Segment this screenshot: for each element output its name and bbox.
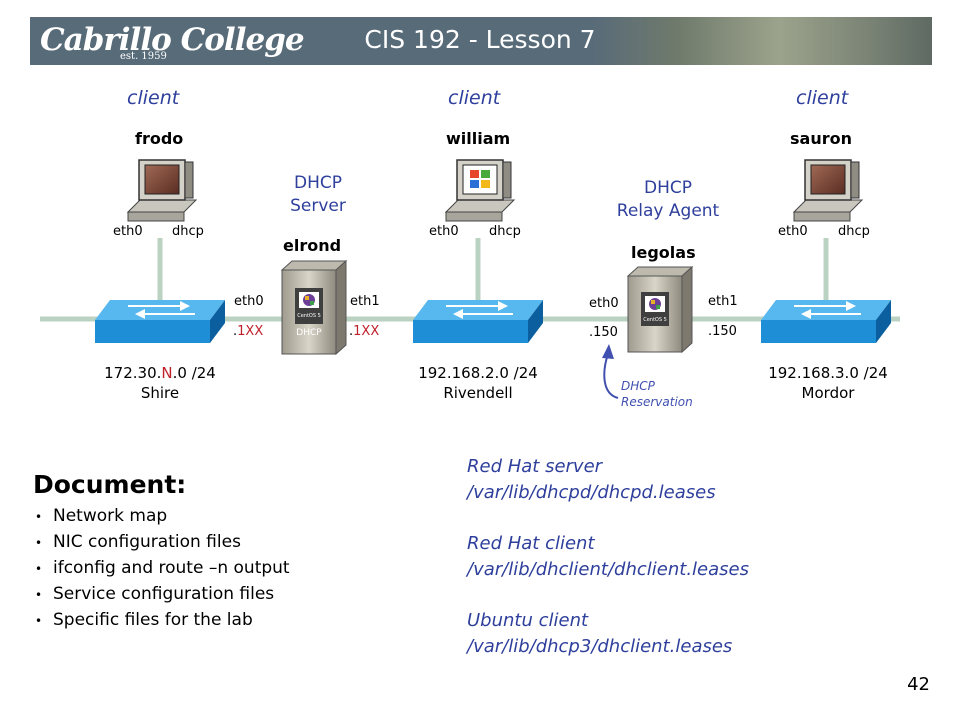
list-item: ifconfig and route –n output [35,556,290,582]
dhcp-server-label-line1: DHCP [294,173,342,193]
william-mode: dhcp [489,224,521,239]
centos-badge-elrond: CentOS 5 [297,313,321,319]
network-rivendell-name: Rivendell [443,384,513,402]
page-number: 42 [907,674,930,695]
legolas-eth0-ip: .150 [589,325,618,340]
dhcp-server-label-line2: Server [290,196,346,216]
rh-server-path: /var/lib/dhcpd/dhcpd.leases [467,481,716,503]
document-heading: Document: [33,470,187,499]
dhcp-server-label: DHCP Server [268,172,368,218]
list-item: Service configuration files [35,582,290,608]
client-label-frodo: client [127,87,180,109]
network-shire: 172.30.N.0 /24 Shire [70,363,250,403]
lease-file-list: Red Hat server /var/lib/dhcpd/dhcpd.leas… [467,454,749,659]
header-banner: Cabrillo College est. 1959 CIS 192 - Les… [30,17,932,65]
college-logo-subtitle: est. 1959 [120,51,167,62]
switch-mordor [761,300,891,343]
elrond-eth1-ip: .1XX [349,324,380,339]
host-name-frodo: frodo [135,129,184,148]
ubuntu-client-path: /var/lib/dhcp3/dhclient.leases [467,635,733,657]
host-name-elrond: elrond [283,236,342,255]
workstation-frodo [126,159,198,222]
workstation-william [444,159,516,222]
frodo-iface: eth0 [113,224,143,239]
legolas-eth0-label: eth0 [589,296,619,311]
elrond-eth0-ip: .1XX [233,324,264,339]
network-shire-address: 172.30.N.0 /24 [104,364,216,382]
william-iface: eth0 [429,224,459,239]
list-item: Network map [35,504,290,530]
college-logo: Cabrillo College [40,22,305,58]
client-label-william: client [448,87,501,109]
relay-agent-label: DHCP Relay Agent [598,177,738,223]
dhcp-reservation-line1: DHCP [621,379,655,393]
campus-photo [592,17,932,65]
server-elrond [280,259,348,356]
sauron-mode: dhcp [838,224,870,239]
network-rivendell: 192.168.2.0 /24 Rivendell [388,363,568,403]
host-name-sauron: sauron [790,129,852,148]
slide-title: CIS 192 - Lesson 7 [364,25,596,54]
legolas-eth1-ip: .150 [708,324,737,339]
document-list: Network map NIC configuration files ifco… [35,504,290,634]
frodo-mode: dhcp [172,224,204,239]
network-mordor-name: Mordor [801,384,855,402]
network-mordor-address: 192.168.3.0 /24 [768,364,888,382]
rh-client-label: Red Hat client [467,533,595,554]
switch-shire [95,300,225,343]
elrond-eth0-label: eth0 [234,294,264,309]
workstation-sauron [792,159,864,222]
network-mordor: 192.168.3.0 /24 Mordor [738,363,918,403]
elrond-eth1-label: eth1 [350,294,380,309]
switch-rivendell [413,300,543,343]
host-name-legolas: legolas [631,243,696,262]
sauron-iface: eth0 [778,224,808,239]
dhcp-badge: DHCP [296,328,322,338]
rh-client-path: /var/lib/dhclient/dhclient.leases [467,558,749,580]
list-item: NIC configuration files [35,530,290,556]
centos-badge-legolas: CentOS 5 [643,317,667,323]
dhcp-reservation-line2: Reservation [621,395,693,409]
relay-agent-label-line1: DHCP [644,178,692,198]
network-rivendell-address: 192.168.2.0 /24 [418,364,538,382]
rh-server-label: Red Hat server [467,456,603,477]
legolas-eth1-label: eth1 [708,294,738,309]
server-legolas [626,265,694,354]
network-shire-name: Shire [140,384,180,402]
client-label-sauron: client [796,87,849,109]
dhcp-reservation-note: DHCP Reservation [621,378,693,410]
ubuntu-client-label: Ubuntu client [467,610,589,631]
list-item: Specific files for the lab [35,608,290,634]
reservation-arrow [603,353,619,399]
host-name-william: william [446,129,511,148]
relay-agent-label-line2: Relay Agent [616,201,720,221]
